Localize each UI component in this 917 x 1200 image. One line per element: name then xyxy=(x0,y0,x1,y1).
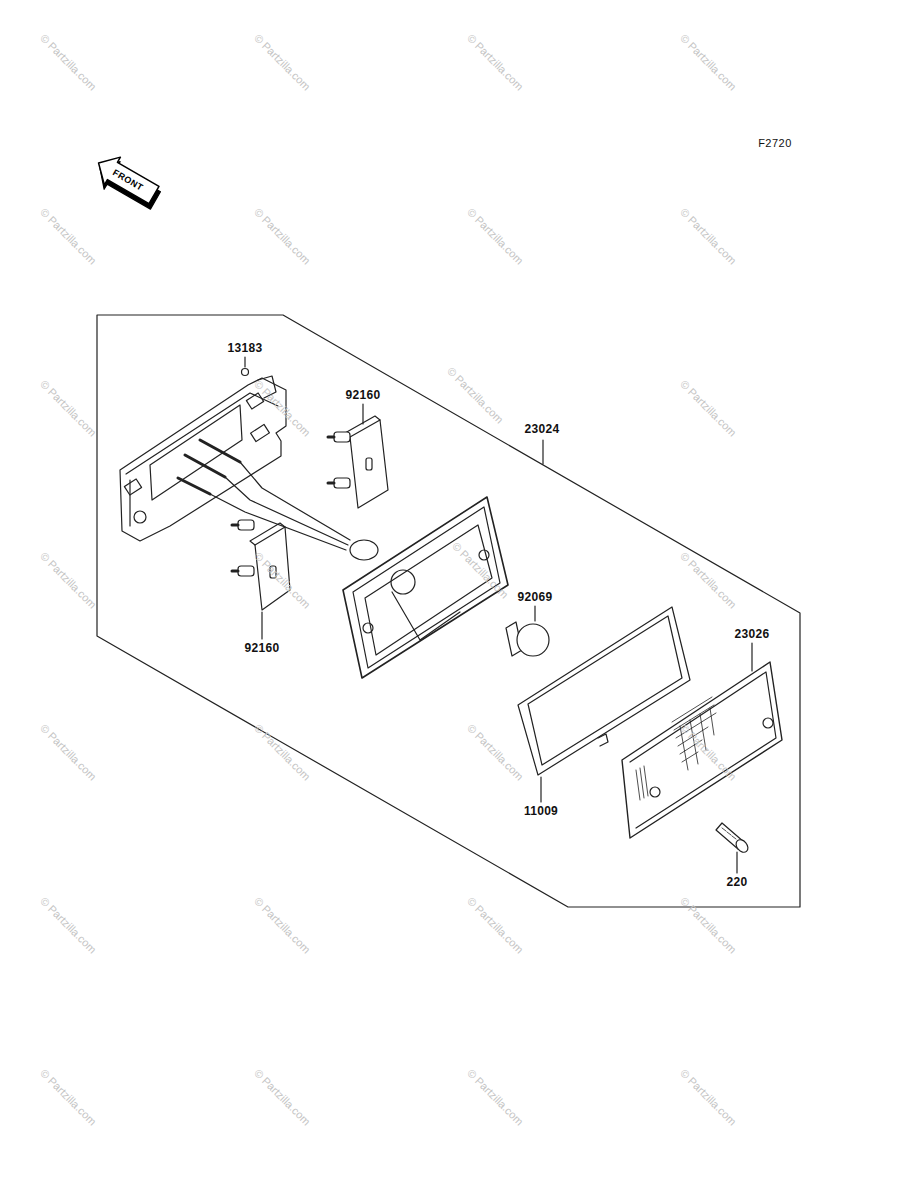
lamp-housing xyxy=(391,570,415,594)
lamp-housing xyxy=(365,525,492,655)
bulb xyxy=(506,622,549,656)
bracket xyxy=(120,378,286,541)
connector-block xyxy=(334,478,350,488)
watermark: © Partzilla.com xyxy=(465,722,525,782)
connector-block xyxy=(328,482,334,485)
lamp-housing xyxy=(350,540,378,560)
watermark: © Partzilla.com xyxy=(38,32,98,92)
wire-harness xyxy=(178,440,350,550)
lamp-housing xyxy=(392,592,460,640)
bracket xyxy=(134,511,146,523)
callout-number: 92160 xyxy=(344,388,383,402)
watermark: © Partzilla.com xyxy=(38,722,98,782)
watermark: © Partzilla.com xyxy=(465,206,525,266)
callout-number: 11009 xyxy=(522,804,560,818)
leader-line xyxy=(540,777,541,802)
front-arrow xyxy=(91,149,162,209)
watermark: © Partzilla.com xyxy=(252,1067,312,1127)
watermark: © Partzilla.com xyxy=(38,550,98,610)
watermark: © Partzilla.com xyxy=(678,1067,738,1127)
watermark: © Partzilla.com xyxy=(252,32,312,92)
wire-harness xyxy=(178,478,210,494)
front-arrow xyxy=(89,149,166,214)
lamp-housing xyxy=(343,497,508,678)
lens xyxy=(710,708,714,735)
bracket xyxy=(150,405,242,500)
watermark: © Partzilla.com xyxy=(38,895,98,955)
callout-number: 92160 xyxy=(243,641,282,655)
clip xyxy=(242,369,249,376)
watermark: © Partzilla.com xyxy=(678,378,738,438)
bracket xyxy=(126,393,278,474)
lamp-housing xyxy=(353,507,500,668)
watermark: © Partzilla.com xyxy=(678,206,738,266)
bracket xyxy=(129,480,130,526)
connector-block xyxy=(350,420,388,508)
lens xyxy=(644,766,648,796)
connector-block xyxy=(366,458,372,470)
screw xyxy=(722,828,736,839)
screw xyxy=(734,837,751,854)
lamp-housing xyxy=(479,550,489,560)
bracket xyxy=(124,479,141,495)
lens xyxy=(636,770,640,800)
wire-harness xyxy=(240,462,350,540)
lamp-housing xyxy=(343,497,508,678)
leader-line xyxy=(736,852,737,873)
watermark: © Partzilla.com xyxy=(465,1067,525,1127)
watermark: © Partzilla.com xyxy=(445,365,505,425)
connector-block xyxy=(238,566,254,576)
gasket xyxy=(598,734,608,746)
watermark: © Partzilla.com xyxy=(678,895,738,955)
wire-harness xyxy=(200,440,240,462)
leader-line xyxy=(542,440,543,464)
assembly-outline xyxy=(97,315,800,907)
connector-block xyxy=(232,524,238,527)
callout-number: 13183 xyxy=(226,341,265,355)
lens xyxy=(622,662,782,838)
callout-number: 23026 xyxy=(733,627,772,641)
callout-number: 92069 xyxy=(516,590,555,604)
figure-code: F2720 xyxy=(758,138,792,149)
connector-block xyxy=(328,436,334,439)
wire-harness xyxy=(185,455,225,477)
lens xyxy=(682,752,698,762)
callout-number: 220 xyxy=(725,875,750,889)
watermark: © Partzilla.com xyxy=(678,32,738,92)
watermark: © Partzilla.com xyxy=(252,722,312,782)
watermark: © Partzilla.com xyxy=(38,1067,98,1127)
leader-line xyxy=(261,612,262,639)
bulb xyxy=(517,624,549,656)
watermark: © Partzilla.com xyxy=(38,206,98,266)
connector-block xyxy=(334,432,350,442)
lens xyxy=(622,662,782,838)
watermark: © Partzilla.com xyxy=(252,895,312,955)
watermark: © Partzilla.com xyxy=(252,206,312,266)
leader-line xyxy=(751,643,752,671)
leader-line xyxy=(362,404,363,424)
lamp-housing xyxy=(363,623,373,633)
bracket xyxy=(251,424,270,441)
leader-line xyxy=(244,357,245,367)
lens xyxy=(650,787,660,797)
lens xyxy=(630,672,776,828)
leader-line xyxy=(534,606,535,621)
lens xyxy=(640,768,644,798)
connector-block xyxy=(250,523,285,545)
watermark: © Partzilla.com xyxy=(678,550,738,610)
connector-block xyxy=(232,570,238,573)
connector-block xyxy=(238,520,254,530)
watermark: © Partzilla.com xyxy=(465,32,525,92)
lens xyxy=(763,718,773,728)
screw xyxy=(716,823,750,855)
callout-number: 23024 xyxy=(523,422,562,436)
lens xyxy=(672,697,712,722)
exploded-view xyxy=(89,149,800,907)
watermark: © Partzilla.com xyxy=(38,378,98,438)
watermark: © Partzilla.com xyxy=(465,895,525,955)
